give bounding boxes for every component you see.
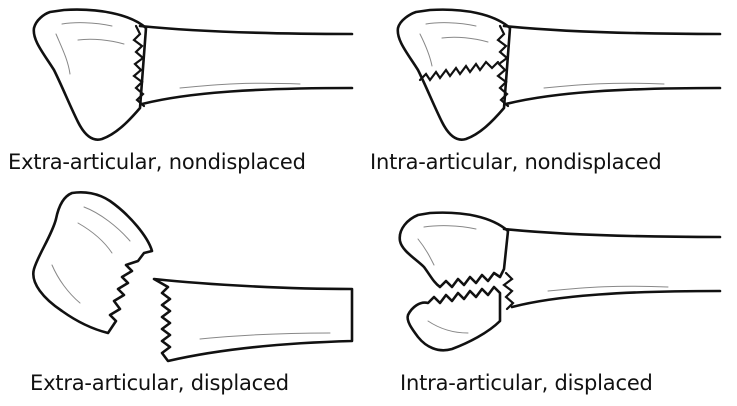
bone-shaft-lower bbox=[512, 291, 720, 307]
bone-shaft-upper bbox=[504, 26, 720, 34]
bone-distal-fragment bbox=[398, 10, 510, 140]
caption-intra-articular-nondisplaced: Intra-articular, nondisplaced bbox=[370, 150, 662, 174]
caption-extra-articular-nondisplaced: Extra-articular, nondisplaced bbox=[8, 150, 306, 174]
bone-shaft-fragment bbox=[154, 279, 352, 361]
bone-distal-fragment bbox=[33, 192, 152, 333]
shading-line bbox=[180, 83, 300, 88]
fracture-line-transverse bbox=[504, 273, 513, 309]
bone-shaft-lower bbox=[142, 88, 352, 104]
bone-shaft-lower bbox=[506, 88, 720, 104]
bone-upper-fragment bbox=[400, 213, 508, 287]
shading-line bbox=[544, 83, 664, 88]
bone-shaft-upper bbox=[504, 229, 720, 237]
shading-line bbox=[548, 286, 668, 291]
panel-extra-articular-displaced: Extra-articular, displaced bbox=[0, 203, 368, 406]
panel-intra-articular-nondisplaced: Intra-articular, nondisplaced bbox=[368, 0, 737, 203]
bone-distal-fragment bbox=[34, 10, 146, 140]
panel-extra-articular-nondisplaced: Extra-articular, nondisplaced bbox=[0, 0, 368, 203]
panel-intra-articular-displaced: Intra-articular, displaced bbox=[368, 203, 737, 406]
bone-lower-fragment bbox=[408, 287, 500, 350]
bone-shaft-upper bbox=[140, 26, 352, 34]
caption-intra-articular-displaced: Intra-articular, displaced bbox=[400, 371, 653, 395]
caption-extra-articular-displaced: Extra-articular, displaced bbox=[30, 371, 289, 395]
